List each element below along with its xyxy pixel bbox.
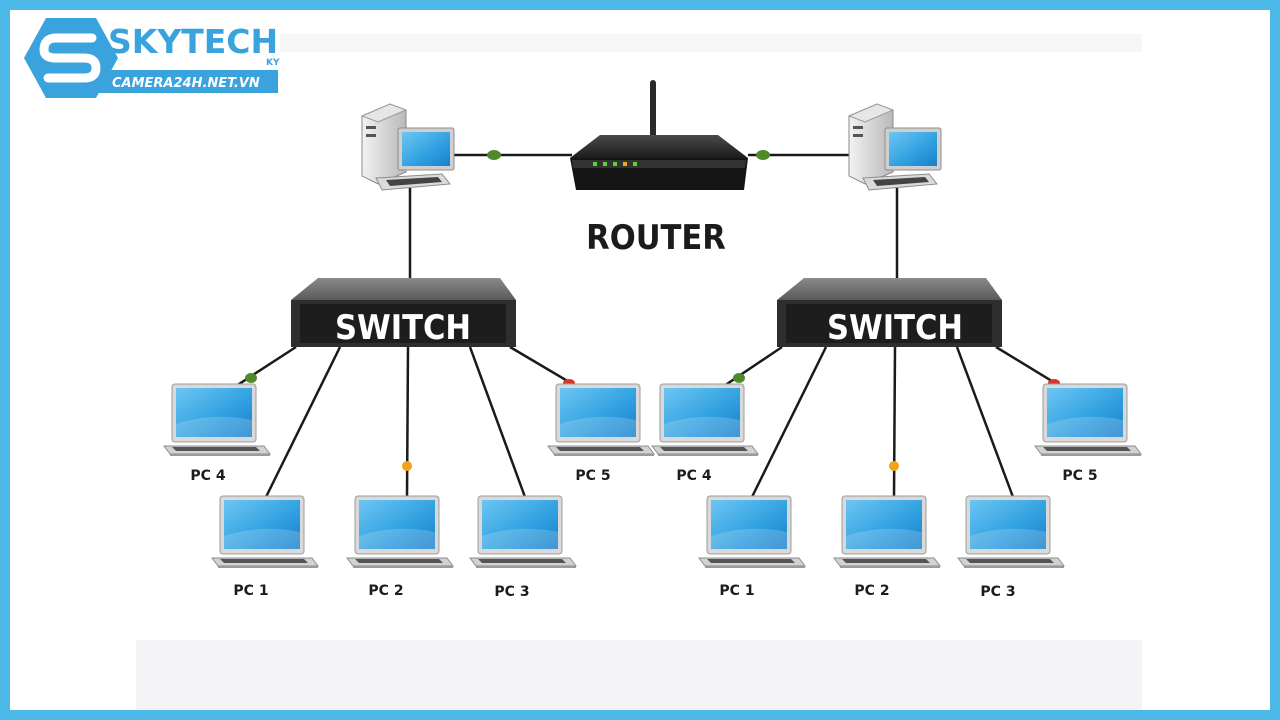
logo-website: CAMERA24H.NET.VN xyxy=(112,76,260,91)
pc-left-1: PC 1 xyxy=(211,495,319,599)
router: ROUTER xyxy=(570,80,748,258)
pc-label: PC 5 xyxy=(1062,468,1097,484)
pc-label: PC 3 xyxy=(980,584,1015,600)
laptop-icon xyxy=(211,495,319,569)
pc-label: PC 4 xyxy=(676,468,711,484)
laptop-icon xyxy=(1034,383,1142,457)
pc-left-2: PC 2 xyxy=(346,495,454,599)
switch-icon xyxy=(777,278,1002,347)
pc-right-4: PC 4 xyxy=(651,383,759,484)
switch-right: SWITCH xyxy=(777,278,1002,348)
pc-label: PC 3 xyxy=(494,584,529,600)
logo-website-band xyxy=(98,70,278,93)
laptop-icon xyxy=(469,495,577,569)
laptop-icon xyxy=(698,495,806,569)
switch-label: SWITCH xyxy=(827,308,963,348)
switch-left: SWITCH xyxy=(291,278,516,348)
logo: SKYTECH KY CAMERA24H.NET.VN xyxy=(24,18,280,98)
pc-left-5: PC 5 xyxy=(547,383,655,484)
pc-label: PC 2 xyxy=(854,583,889,599)
server-left xyxy=(360,103,455,191)
switch-label: SWITCH xyxy=(335,308,471,348)
top-band xyxy=(280,34,1142,52)
pc-left-3: PC 3 xyxy=(469,495,577,600)
pc-right-2: PC 2 xyxy=(833,495,941,599)
logo-suffix: KY xyxy=(266,58,280,68)
laptop-icon xyxy=(651,383,759,457)
pc-label: PC 5 xyxy=(575,468,610,484)
logo-name: SKYTECH xyxy=(108,22,278,61)
pc-right-1: PC 1 xyxy=(698,495,806,599)
router-label: ROUTER xyxy=(586,218,726,258)
desktop-computer-icon xyxy=(847,103,942,191)
router-icon xyxy=(570,80,748,190)
laptop-icon xyxy=(163,383,271,457)
desktop-computer-icon xyxy=(360,103,455,191)
laptop-icon xyxy=(957,495,1065,569)
pc-label: PC 2 xyxy=(368,583,403,599)
bottom-band xyxy=(136,640,1142,710)
laptop-icon xyxy=(346,495,454,569)
pc-left-4: PC 4 xyxy=(163,383,271,484)
pc-right-3: PC 3 xyxy=(957,495,1065,600)
pc-right-5: PC 5 xyxy=(1034,383,1142,484)
pc-label: PC 4 xyxy=(190,468,225,484)
laptop-icon xyxy=(547,383,655,457)
pc-label: PC 1 xyxy=(719,583,754,599)
pc-label: PC 1 xyxy=(233,583,268,599)
laptop-icon xyxy=(833,495,941,569)
switch-icon xyxy=(291,278,516,347)
server-right xyxy=(847,103,942,191)
